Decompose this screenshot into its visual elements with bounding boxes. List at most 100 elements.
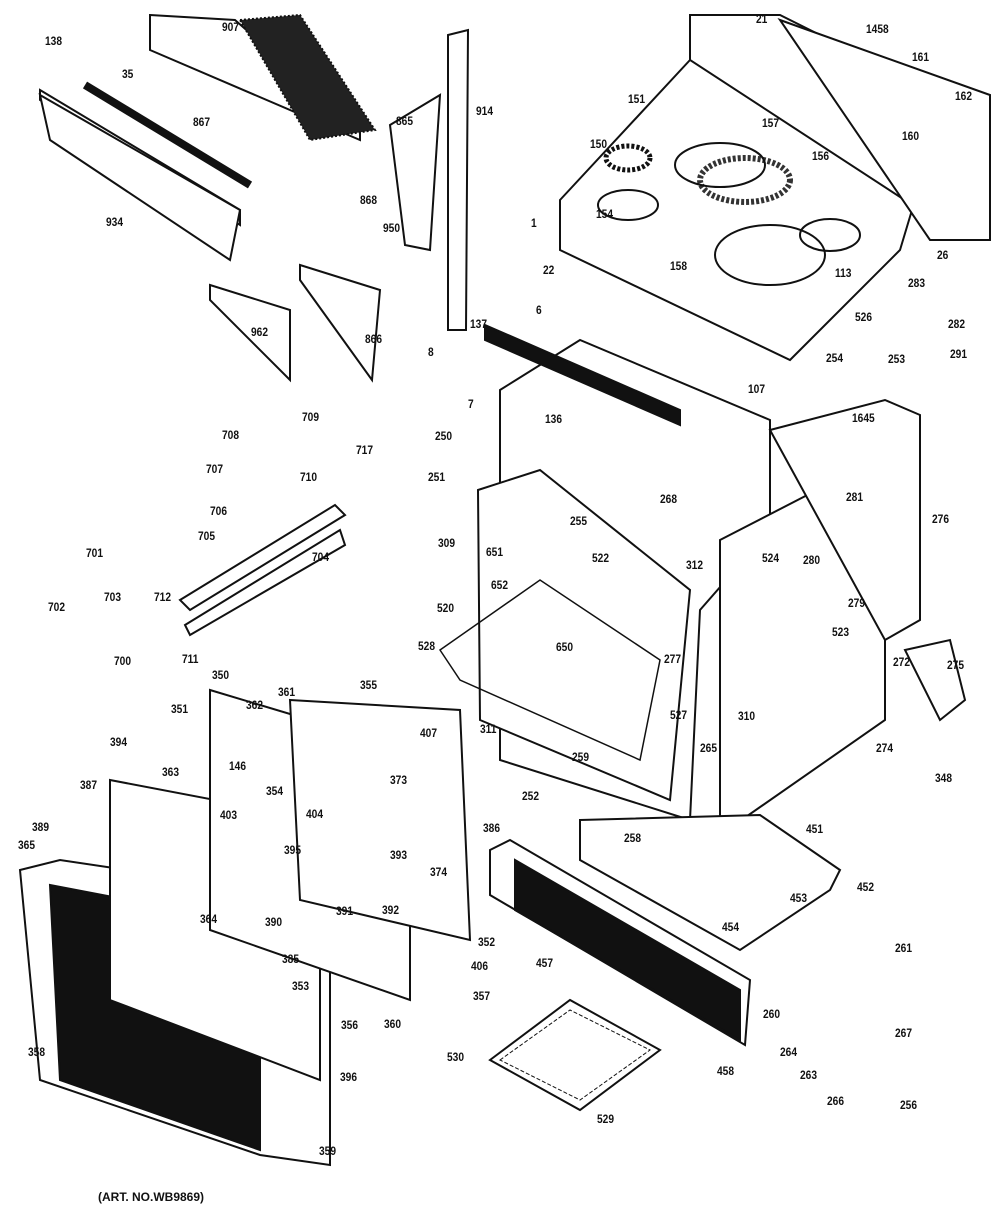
part-label: 156 [812,149,830,163]
part-label: 357 [473,989,491,1003]
part-label: 712 [154,590,172,604]
part-label: 520 [437,601,455,615]
part-label: 311 [480,722,497,736]
part-label: 113 [835,266,852,280]
part-label: 395 [284,843,302,857]
part-label: 138 [45,34,63,48]
back-panel [777,18,991,241]
part-label: 365 [18,838,36,852]
storage-drawer [579,813,842,952]
part-label: 281 [846,490,864,504]
part-label: 710 [300,470,318,484]
side-panel-right [903,638,967,722]
drawer-front-panel [514,858,741,1042]
part-label: 21 [756,12,768,26]
part-label: 157 [762,116,780,130]
part-label: 160 [902,129,920,143]
part-label: 394 [110,735,128,749]
part-label: 26 [937,248,949,262]
part-label: 348 [935,771,953,785]
part-label: 403 [220,808,238,822]
part-label: 708 [222,428,240,442]
part-label: 276 [932,512,950,526]
part-label: 351 [171,702,189,716]
part-label: 868 [360,193,378,207]
part-label: 261 [895,941,913,955]
part-label: 717 [356,443,374,457]
part-label: 35 [122,67,134,81]
part-label: 310 [738,709,756,723]
part-label: 6 [536,303,542,317]
part-label: 705 [198,529,216,543]
drip-pan [714,224,826,286]
part-label: 522 [592,551,610,565]
part-label: 22 [543,263,555,277]
part-label: 252 [522,789,540,803]
art-number-caption: (ART. NO.WB9869) [98,1190,205,1204]
part-label: 406 [471,959,489,973]
fluorescent-tube [82,81,253,189]
oven-front-frame [476,468,692,802]
window-panel [38,93,242,262]
part-label: 526 [855,310,873,324]
burner-surface-unit [603,143,653,173]
part-label: 280 [803,553,821,567]
part-label: 452 [857,880,875,894]
part-label: 7 [468,397,474,411]
part-label: 8 [428,345,434,359]
part-label: 364 [200,912,218,926]
part-label: 356 [341,1018,359,1032]
filter [238,13,377,142]
part-label: 358 [28,1045,46,1059]
part-label: 702 [48,600,66,614]
part-label: 250 [435,429,453,443]
part-label: 934 [106,215,124,229]
part-label: 393 [390,848,408,862]
part-label: 914 [476,104,494,118]
part-label: 107 [748,382,766,396]
part-label: 309 [438,536,456,550]
part-label: 263 [800,1068,818,1082]
part-label: 962 [251,325,269,339]
part-label: 146 [229,759,247,773]
part-label: 385 [282,952,300,966]
part-label: 272 [893,655,911,669]
part-label: 524 [762,551,780,565]
part-label: 453 [790,891,808,905]
part-label: 711 [182,652,199,666]
part-label: 359 [319,1144,337,1158]
bracket [299,263,382,383]
part-label: 260 [763,1007,781,1021]
trim-strip [484,323,681,427]
part-label: 283 [908,276,926,290]
part-label: 390 [265,915,283,929]
part-label: 363 [162,765,180,779]
part-label: 274 [876,741,894,755]
part-label: 291 [950,347,968,361]
part-label: 161 [912,50,930,64]
part-label: 265 [700,741,718,755]
drip-pan [799,218,861,252]
part-label: 700 [114,654,132,668]
part-label: 282 [948,317,966,331]
part-label: 451 [806,822,824,836]
part-label: 407 [420,726,438,740]
part-label: 706 [210,504,228,518]
part-label: 354 [266,784,284,798]
drip-pan [597,189,659,221]
part-label: 709 [302,410,320,424]
oven-rack [438,579,661,762]
part-label: 360 [384,1017,402,1031]
part-label: 704 [312,550,330,564]
part-label: 458 [717,1064,735,1078]
part-label: 251 [428,470,446,484]
part-label: 255 [570,514,588,528]
part-label: 1645 [852,411,875,425]
rail [183,528,347,637]
part-label: 396 [340,1070,358,1084]
part-label: 266 [827,1094,845,1108]
part-label: 1 [531,216,537,230]
part-label: 264 [780,1045,798,1059]
part-label: 277 [664,652,682,666]
